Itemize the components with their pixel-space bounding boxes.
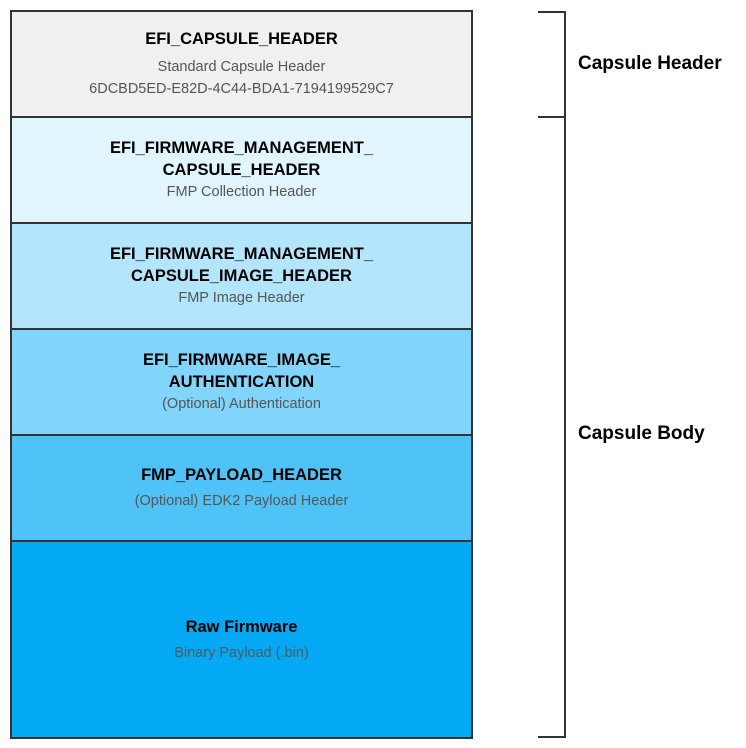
block-title: EFI_FIRMWARE_IMAGE_ AUTHENTICATION [142,351,341,391]
raw-firmware-block: Raw Firmware Binary Payload (.bin) [12,542,471,737]
block-subtitle: Standard Capsule Header [157,59,326,75]
block-subtitle: Binary Payload (.bin) [174,644,309,661]
block-guid: 6DCBD5ED-E82D-4C44-BDA1-7194199529C7 [89,81,394,97]
block-subtitle: (Optional) EDK2 Payload Header [134,493,349,509]
block-title: EFI_CAPSULE_HEADER [145,30,338,48]
block-subtitle: FMP Image Header [178,290,305,306]
block-subtitle: FMP Collection Header [166,184,317,200]
block-subtitle: (Optional) Authentication [162,396,321,412]
capsule-header-brace [538,11,566,118]
efi-capsule-header-block: EFI_CAPSULE_HEADER Standard Capsule Head… [12,12,471,118]
fmp-image-header-block: EFI_FIRMWARE_MANAGEMENT_ CAPSULE_IMAGE_H… [12,224,471,330]
firmware-image-authentication-block: EFI_FIRMWARE_IMAGE_ AUTHENTICATION (Opti… [12,330,471,436]
block-title: Raw Firmware [185,617,298,636]
capsule-layout-stack: EFI_CAPSULE_HEADER Standard Capsule Head… [10,10,473,739]
fmp-collection-header-block: EFI_FIRMWARE_MANAGEMENT_ CAPSULE_HEADER … [12,118,471,224]
block-title: EFI_FIRMWARE_MANAGEMENT_ CAPSULE_IMAGE_H… [109,245,374,285]
capsule-body-label: Capsule Body [578,423,705,444]
capsule-body-brace [538,116,566,738]
block-title: FMP_PAYLOAD_HEADER [141,466,342,484]
fmp-payload-header-block: FMP_PAYLOAD_HEADER (Optional) EDK2 Paylo… [12,436,471,542]
block-title: EFI_FIRMWARE_MANAGEMENT_ CAPSULE_HEADER [109,139,374,179]
capsule-header-label: Capsule Header [578,53,722,74]
